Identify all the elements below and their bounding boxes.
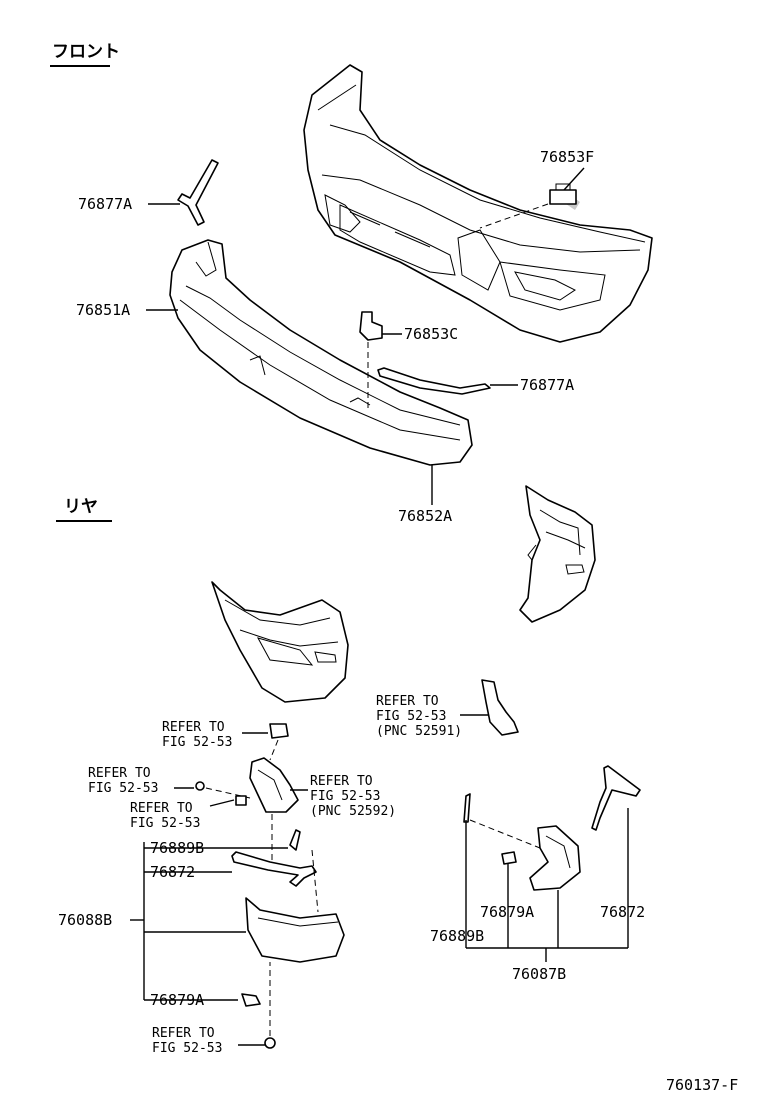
mudguard-right-drawing bbox=[463, 765, 641, 891]
section-front-title: フロント bbox=[52, 42, 120, 62]
ref-r3-line1: REFER TO bbox=[310, 774, 373, 789]
ref-r1-line3: (PNC 52591) bbox=[376, 724, 462, 739]
ref-r4-line2: FIG 52-53 bbox=[88, 781, 158, 796]
ref-r1-line2: FIG 52-53 bbox=[376, 709, 446, 724]
label-76877A-mid: 76877A bbox=[520, 376, 574, 394]
label-76851A: 76851A bbox=[76, 301, 130, 319]
label-76889B-right: 76889B bbox=[430, 927, 484, 945]
ref-r2-line2: FIG 52-53 bbox=[162, 735, 232, 750]
section-rear-title: リヤ bbox=[64, 497, 98, 517]
ref-r5-line1: REFER TO bbox=[130, 801, 193, 816]
label-76889B-left: 76889B bbox=[150, 839, 204, 857]
label-76879A-left: 76879A bbox=[150, 991, 204, 1009]
clip-76853C bbox=[359, 311, 383, 412]
front-bumper-cover-drawing bbox=[303, 64, 653, 343]
ref-r5-line2: FIG 52-53 bbox=[130, 816, 200, 831]
label-76879A-right: 76879A bbox=[480, 903, 534, 921]
label-76877A-top: 76877A bbox=[78, 195, 132, 213]
bracket-pnc-52591 bbox=[460, 679, 519, 736]
label-76872-left: 76872 bbox=[150, 863, 195, 881]
front-spoiler-76851A bbox=[169, 239, 473, 466]
label-76872-right: 76872 bbox=[600, 903, 645, 921]
rear-corner-piece-right bbox=[519, 485, 596, 623]
label-76088B: 76088B bbox=[58, 911, 112, 929]
bracket-76877A-top bbox=[177, 159, 219, 226]
label-76852A: 76852A bbox=[398, 507, 452, 525]
clip-76853F-shape bbox=[549, 189, 577, 205]
nut-ref5-shape bbox=[235, 795, 247, 806]
ref-r6-line1: REFER TO bbox=[152, 1026, 215, 1041]
ref-r6-line2: FIG 52-53 bbox=[152, 1041, 222, 1056]
bolt-ref4-shape bbox=[195, 781, 205, 791]
label-76853C: 76853C bbox=[404, 325, 458, 343]
figure-id: 760137-F bbox=[666, 1076, 738, 1094]
label-76087B: 76087B bbox=[512, 965, 566, 983]
screw-ref6-shape bbox=[264, 1037, 276, 1049]
mudguard-left-drawing bbox=[231, 814, 345, 963]
label-76853F: 76853F bbox=[540, 148, 594, 166]
ref-r1-line1: REFER TO bbox=[376, 694, 439, 709]
bracket-76877A-mid bbox=[377, 367, 491, 395]
ref-r3-line2: FIG 52-53 bbox=[310, 789, 380, 804]
ref-r4-line1: REFER TO bbox=[88, 766, 151, 781]
clip-76879A-left-shape bbox=[241, 993, 261, 1007]
rear-corner-piece-left bbox=[211, 581, 349, 703]
ref-r3-line3: (PNC 52592) bbox=[310, 804, 396, 819]
ref-r2-line1: REFER TO bbox=[162, 720, 225, 735]
nut-ref2-shape bbox=[269, 723, 289, 739]
bracket-pnc-52592 bbox=[249, 757, 299, 813]
